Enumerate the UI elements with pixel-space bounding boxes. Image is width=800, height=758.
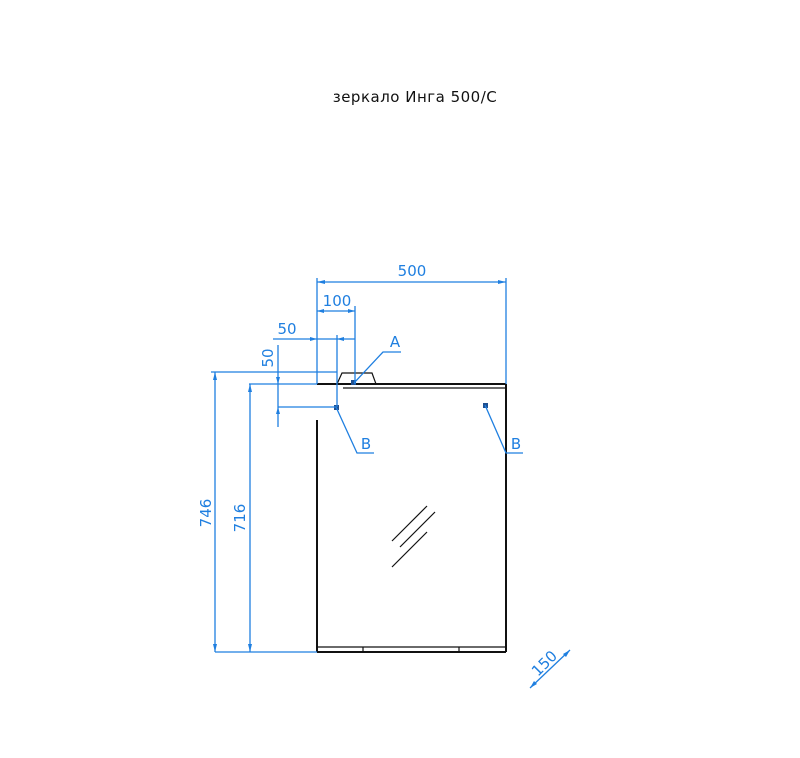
point-a: [351, 380, 356, 385]
svg-text:50: 50: [277, 320, 296, 338]
dimension-offset-50-horizontal: 50: [273, 320, 355, 407]
leader-a: A: [353, 333, 401, 384]
dimension-height-746: 746: [197, 371, 337, 653]
svg-text:A: A: [390, 333, 401, 351]
mirror-outline: [316, 383, 507, 653]
svg-text:B: B: [511, 435, 521, 453]
svg-text:100: 100: [323, 292, 352, 310]
mirror-reflection-icon: [391, 505, 436, 568]
svg-text:500: 500: [398, 262, 427, 280]
dimension-width: 500: [316, 262, 507, 384]
dimension-offset-100: 100: [317, 292, 356, 384]
dimension-offset-50-vertical: 50: [249, 345, 336, 427]
svg-text:150: 150: [528, 647, 561, 680]
svg-text:716: 716: [231, 504, 249, 533]
dimension-height-716: 716: [231, 384, 252, 652]
svg-text:50: 50: [259, 348, 277, 367]
dimension-depth-150: 150: [528, 647, 571, 689]
leader-b-right: B: [484, 404, 523, 454]
svg-text:746: 746: [197, 499, 215, 528]
leader-b-left: B: [335, 406, 374, 454]
drawing-title: зеркало Инга 500/С: [332, 88, 498, 106]
svg-text:B: B: [361, 435, 371, 453]
mounting-bracket: [336, 372, 377, 385]
